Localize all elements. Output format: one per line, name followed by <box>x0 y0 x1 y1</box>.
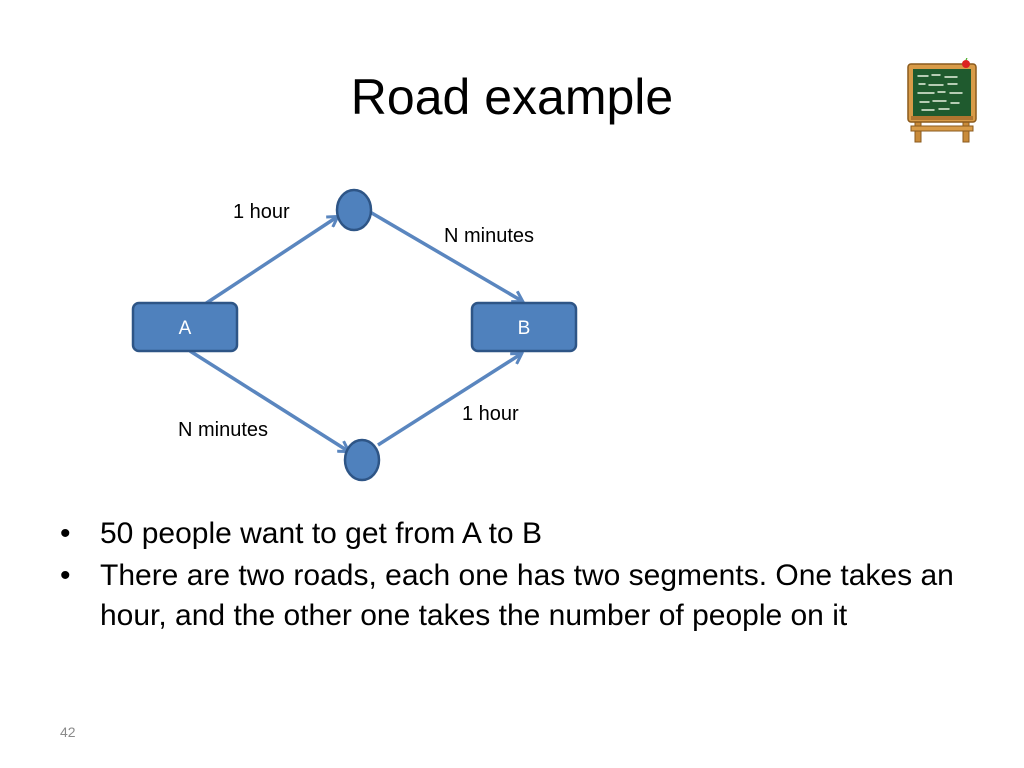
slide-title: Road example <box>350 69 674 125</box>
edge-label-bottom-right: 1 hour <box>462 403 519 425</box>
edge-label-top-left: 1 hour <box>233 201 290 223</box>
bullet-text: There are two roads, each one has two se… <box>100 559 954 632</box>
edge-bottom-to-b <box>377 354 521 447</box>
bullet-list: • 50 people want to get from A to B • Th… <box>58 514 958 638</box>
node-a-label: A <box>179 318 192 339</box>
edge-top-to-b <box>369 210 522 301</box>
node-b-label: B <box>518 318 531 339</box>
edge-label-top-right: N minutes <box>444 225 534 247</box>
bullet-item: • 50 people want to get from A to B <box>58 514 958 554</box>
slide-number: 42 <box>60 724 76 740</box>
edge-label-bottom-left: N minutes <box>178 419 268 441</box>
bullet-item: • There are two roads, each one has two … <box>58 556 958 636</box>
edge-a-to-top <box>204 217 337 306</box>
edge-a-to-bottom <box>189 349 348 451</box>
node-top-junction <box>335 188 373 232</box>
node-a <box>131 301 239 353</box>
chalkboard-icon <box>907 58 977 143</box>
node-b <box>470 301 578 353</box>
bullet-text: 50 people want to get from A to B <box>100 517 542 550</box>
bullet-icon: • <box>60 517 71 550</box>
node-bottom-junction <box>343 438 381 482</box>
bullet-icon: • <box>60 559 71 592</box>
